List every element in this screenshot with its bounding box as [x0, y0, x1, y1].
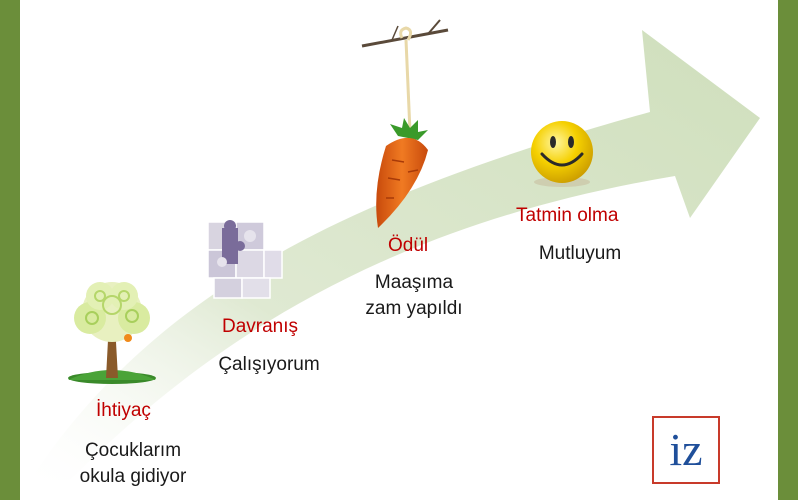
- stage-title-reward: Ödül: [388, 235, 429, 256]
- stage-text-line: zam yapıldı: [365, 298, 463, 319]
- left-border: [0, 0, 20, 500]
- tree-icon: [68, 282, 156, 384]
- stage-title-satisfaction: Tatmin olma: [516, 205, 619, 226]
- stage-title-behavior: Davranış: [222, 316, 299, 337]
- stage-title-need: İhtiyaç: [96, 400, 151, 421]
- stage-text-reward: Maaşıma zam yapıldı: [350, 270, 478, 322]
- stage-text-line: Maaşıma: [374, 272, 454, 293]
- logo-text: iz: [669, 424, 703, 475]
- puzzle-icon: [207, 220, 283, 299]
- stage-text-line: Mutluyum: [538, 243, 622, 264]
- smiley-icon: [531, 121, 593, 187]
- stage-text-behavior: Çalışıyorum: [200, 352, 338, 378]
- logo: iz: [652, 416, 720, 484]
- carrot-on-stick-icon: [361, 19, 449, 228]
- stage-text-line: Çalışıyorum: [218, 354, 320, 375]
- right-border: [778, 0, 798, 500]
- stage-text-need: Çocuklarım okula gidiyor: [58, 438, 208, 490]
- stage-text-line: okula gidiyor: [79, 466, 187, 487]
- stage-text-satisfaction: Mutluyum: [520, 241, 640, 267]
- stage-text-line: Çocuklarım: [84, 440, 182, 461]
